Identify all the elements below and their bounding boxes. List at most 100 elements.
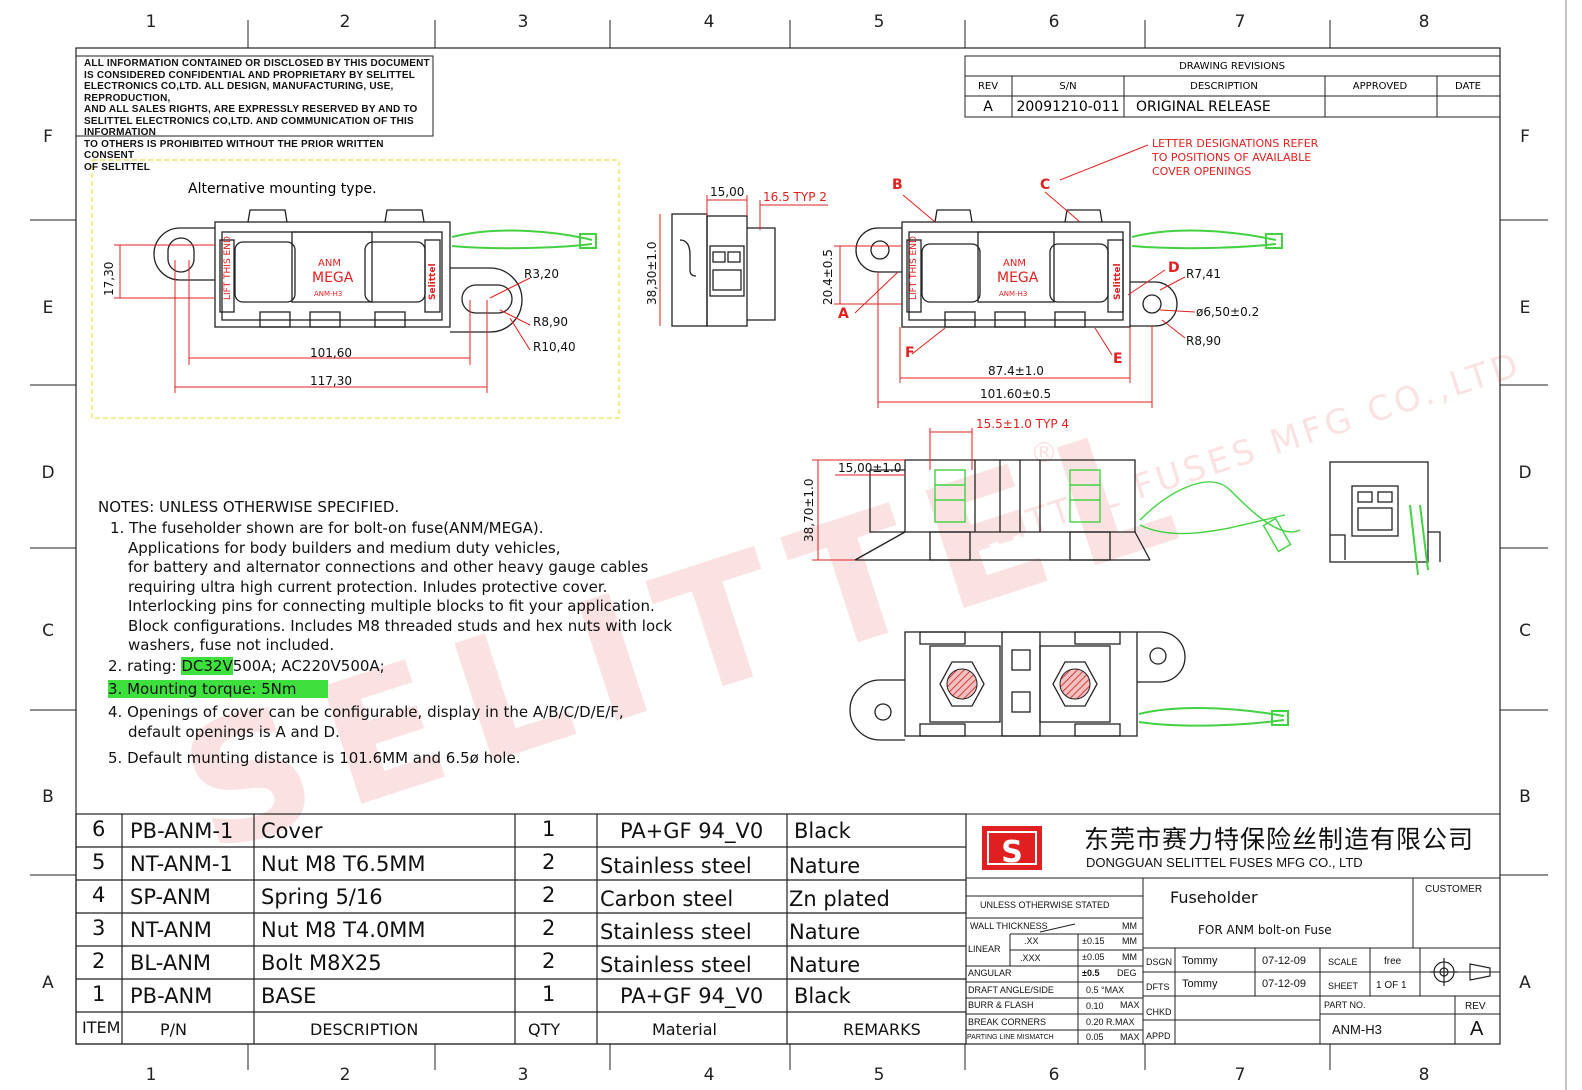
dim-15-00-10: 15,00±1.0 bbox=[838, 461, 902, 475]
col-label: 4 bbox=[704, 1065, 715, 1085]
bom-desc: Bolt M8X25 bbox=[261, 951, 382, 975]
bom-header-desc: DESCRIPTION bbox=[310, 1020, 419, 1039]
bom-pn: NT-ANM-1 bbox=[130, 852, 233, 876]
bom-material: PA+GF 94_V0 bbox=[620, 984, 764, 1008]
col-label: 3 bbox=[518, 12, 529, 32]
note-torque: 3. Mounting torque: 5Nm bbox=[98, 680, 672, 703]
letter-note-line: COVER OPENINGS bbox=[1152, 165, 1251, 178]
desc-value: ORIGINAL RELEASE bbox=[1136, 99, 1271, 115]
bom-pn: SP-ANM bbox=[130, 885, 211, 909]
angular-tol: ±0.5 bbox=[1082, 968, 1100, 978]
dim-r7-41: R7,41 bbox=[1186, 267, 1221, 281]
main-top-dim-labels: 20.4±0.5 87.4±1.0 101.60±0.5 R7,41 ø6,50… bbox=[821, 249, 1259, 401]
lift-label: LIFT THIS END bbox=[223, 236, 233, 300]
wire-loop-icon bbox=[1138, 707, 1285, 727]
row-label: A bbox=[42, 973, 54, 993]
bom-header-remarks: REMARKS bbox=[843, 1020, 921, 1039]
wire-terminal-icon bbox=[1265, 233, 1283, 249]
confidential-line: SELITTEL ELECTRONICS CO,LTD. AND COMMUNI… bbox=[84, 115, 414, 139]
note-torque-text: 3. Mounting torque: 5Nm bbox=[108, 680, 329, 698]
alt-mount-dashed-box bbox=[91, 159, 620, 419]
bom-qty: 2 bbox=[542, 949, 556, 973]
scale-label: SCALE bbox=[1328, 957, 1358, 967]
mega-label: MEGA bbox=[997, 270, 1039, 286]
note-rating-prefix: 2. rating: bbox=[108, 657, 182, 675]
bom-qty: 1 bbox=[542, 817, 556, 841]
bom-pn: BL-ANM bbox=[130, 951, 212, 975]
dim-101-60-05: 101.60±0.5 bbox=[980, 387, 1051, 401]
bom-header-qty: QTY bbox=[528, 1020, 561, 1039]
bolt-section-icon bbox=[1059, 668, 1091, 700]
row-label: D bbox=[1518, 463, 1531, 483]
row-label: F bbox=[1520, 127, 1530, 147]
bom-remarks: Nature bbox=[789, 854, 861, 878]
bom-pn: PB-ANM-1 bbox=[130, 819, 234, 843]
max-label: MAX bbox=[1120, 1000, 1140, 1010]
note-line: Interlocking pins for connecting multipl… bbox=[128, 597, 655, 615]
row-label: B bbox=[42, 787, 54, 807]
max-label: MAX bbox=[1120, 1032, 1140, 1042]
bom-header-pn: P/N bbox=[160, 1020, 188, 1039]
confidential-line: AND ALL SALES RIGHTS, ARE EXPRESSLY RESE… bbox=[84, 104, 418, 115]
customer-label: CUSTOMER bbox=[1425, 884, 1483, 895]
mm-label: MM bbox=[1122, 936, 1137, 946]
dim-d6-50: ø6,50±0.2 bbox=[1196, 305, 1259, 319]
sheet-label: SHEET bbox=[1328, 981, 1359, 991]
company-name-en: DONGGUAN SELITTEL FUSES MFG CO., LTD bbox=[1086, 855, 1363, 870]
dim-117-30: 117,30 bbox=[310, 374, 352, 388]
main-top-view bbox=[855, 209, 1178, 328]
bom-material: Stainless steel bbox=[600, 854, 752, 878]
desc-header: DESCRIPTION bbox=[1190, 81, 1258, 92]
note-rating: 2. rating: DC32V500A; AC220V500A; bbox=[98, 657, 672, 680]
rev-value: A bbox=[1470, 1018, 1484, 1040]
dsgn-date: 07-12-09 bbox=[1262, 955, 1307, 967]
note-rating-highlight: DC32V bbox=[181, 657, 233, 675]
row-label: C bbox=[1519, 621, 1531, 641]
note-line: default openings is A and D. bbox=[128, 722, 340, 741]
dsgn-name: Tommy bbox=[1182, 955, 1218, 967]
unless-label: UNLESS OTHERWISE STATED bbox=[980, 900, 1110, 910]
bom-desc: Spring 5/16 bbox=[261, 885, 383, 909]
dim-38-30: 38,30±1.0 bbox=[645, 242, 659, 306]
notes-block: NOTES: UNLESS OTHERWISE SPECIFIED. 1. Th… bbox=[98, 498, 672, 769]
letter-b: B bbox=[892, 177, 903, 193]
linear-label: LINEAR bbox=[968, 944, 1001, 954]
row-label: F bbox=[43, 127, 53, 147]
letter-note-line: TO POSITIONS OF AVAILABLE bbox=[1151, 151, 1311, 164]
confidential-line: OF SELITTEL bbox=[84, 161, 151, 173]
col-label: 8 bbox=[1419, 12, 1430, 32]
bom-qty: 2 bbox=[542, 850, 556, 874]
brand-label: Selittel bbox=[428, 263, 438, 300]
confidential-line: IS CONSIDERED CONFIDENTIAL AND PROPRIETA… bbox=[84, 69, 416, 81]
dim-15-5-typ4: 15.5±1.0 TYP 4 bbox=[976, 417, 1069, 431]
approved-header: APPROVED bbox=[1353, 81, 1408, 92]
bolt-section-icon bbox=[946, 668, 978, 700]
bom-pn: PB-ANM bbox=[130, 984, 213, 1008]
row-label: B bbox=[1519, 787, 1531, 807]
sheet-value: 1 OF 1 bbox=[1376, 980, 1407, 991]
front-view-hardware bbox=[934, 469, 1301, 553]
bom-item: 3 bbox=[92, 916, 106, 940]
bom-material: Stainless steel bbox=[600, 953, 752, 977]
col-label: 5 bbox=[874, 1065, 885, 1085]
dim-87-4: 87.4±1.0 bbox=[988, 364, 1044, 378]
col-label: 2 bbox=[340, 1065, 351, 1085]
bom-remarks: Nature bbox=[789, 953, 861, 977]
bom-qty: 2 bbox=[542, 916, 556, 940]
note-line: 5. Default munting distance is 101.6MM a… bbox=[108, 748, 521, 767]
bom-item: 5 bbox=[92, 850, 106, 874]
note-line: for battery and alternator connections a… bbox=[128, 558, 649, 576]
row-label: D bbox=[41, 463, 54, 483]
bom-remarks: Black bbox=[794, 819, 851, 843]
titleblock-grid bbox=[965, 813, 1501, 1045]
wall-label: WALL THICKNESS bbox=[970, 921, 1048, 931]
letter-d: D bbox=[1168, 260, 1180, 276]
dfts-label: DFTS bbox=[1146, 982, 1170, 992]
col-label: 1 bbox=[146, 12, 157, 32]
wire-loop-icon bbox=[1131, 229, 1277, 250]
drawing-title: Fuseholder bbox=[1170, 888, 1258, 907]
confidential-line: ELECTRONICS CO,LTD. ALL DESIGN, MANUFACT… bbox=[84, 81, 394, 104]
zone-labels: 1 2 3 4 5 6 7 8 1 2 3 4 5 6 7 8 F E D C … bbox=[41, 12, 1531, 1085]
company-logo-frame bbox=[987, 831, 1037, 865]
